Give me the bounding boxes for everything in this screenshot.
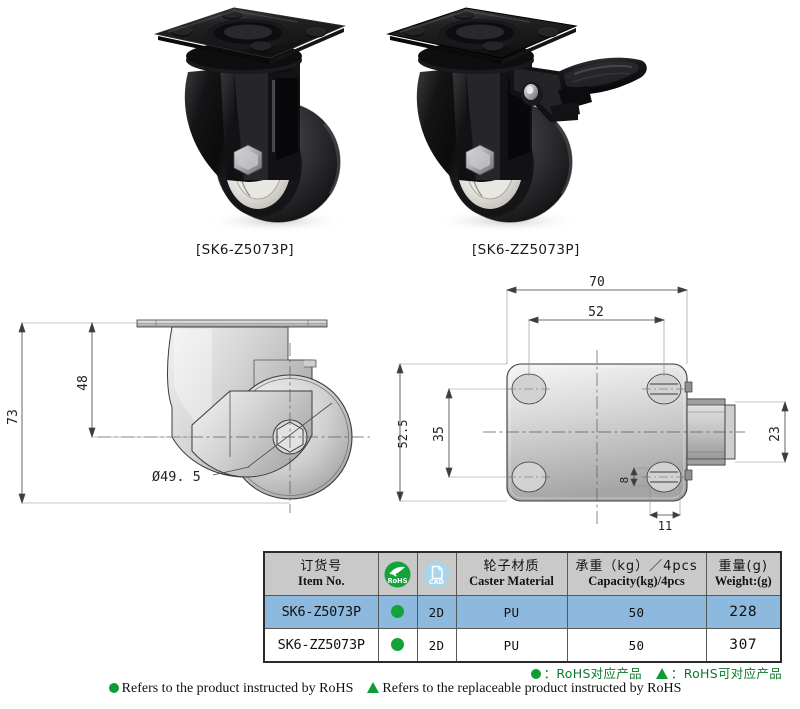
legend-triangle-icon — [655, 668, 668, 679]
legend-triangle-icon-en — [367, 682, 380, 693]
cell-item-no: SK6-ZZ5073P — [263, 628, 379, 663]
cell-weight: 307 — [705, 628, 782, 663]
rohs-dot-icon — [391, 605, 404, 619]
cell-cad: 2D — [416, 628, 457, 663]
legend-english: Refers to the product instructed by RoHS… — [0, 681, 790, 697]
table-row[interactable]: SK6-ZZ5073P 2D PU 50 307 — [263, 628, 782, 663]
product-photo-zone — [0, 0, 800, 236]
dim-plate-length: 70 — [589, 275, 605, 290]
caption-right-product: [SK6-ZZ5073P] — [472, 242, 580, 258]
header-en-item-no: Item No. — [297, 573, 345, 588]
cad-badge-icon: CAD — [423, 561, 450, 587]
dim-wheel-diameter: Ø49. 5 — [152, 469, 201, 485]
dim-slot-offset: 11 — [658, 519, 672, 533]
cell-capacity: 50 — [566, 628, 707, 663]
technical-drawing-top-view: 70 52 52.5 35 23 8 11 — [395, 272, 795, 534]
rohs-badge-icon: RoHS — [384, 561, 411, 587]
dim-hole-spacing-length: 52 — [588, 305, 604, 320]
table-row[interactable]: SK6-Z5073P 2D PU 50 228 — [263, 595, 782, 629]
table-header-row: 订货号 Item No. RoHS — [263, 551, 782, 596]
technical-drawing-side-view: 73 48 Ø49. 5 — [0, 285, 390, 535]
column-header-rohs: RoHS — [377, 551, 418, 596]
cell-item-no: SK6-Z5073P — [263, 595, 379, 629]
legend-circle-icon — [530, 669, 541, 679]
dim-overall-height: 73 — [6, 409, 21, 425]
rohs-dot-icon — [391, 638, 404, 652]
cell-rohs — [377, 595, 418, 629]
legend-circle-icon-en — [108, 683, 119, 693]
cell-capacity: 50 — [566, 595, 707, 629]
svg-text:CAD: CAD — [429, 578, 444, 586]
column-header-item-no: 订货号 Item No. — [263, 551, 379, 596]
column-header-cad: CAD — [416, 551, 457, 596]
product-photo-swivel-caster — [148, 2, 368, 234]
header-cn-material: 轮子材质 — [483, 559, 540, 575]
product-photo-swivel-caster-with-brake — [382, 2, 652, 234]
dim-plate-to-axle: 48 — [76, 375, 91, 391]
column-header-weight: 重量(g) Weight:(g) — [705, 551, 782, 596]
specification-table: 订货号 Item No. RoHS — [263, 551, 782, 663]
cell-rohs — [377, 628, 418, 663]
cell-material: PU — [455, 628, 568, 663]
header-en-material: Caster Material — [469, 573, 554, 588]
dim-brake-width: 23 — [768, 426, 783, 442]
cell-weight: 228 — [705, 595, 782, 629]
legend-cn-circle-text: ：RoHS对应产品 — [543, 666, 642, 681]
header-cn-weight: 重量(g) — [718, 559, 768, 575]
legend-en-triangle-text: Refers to the replaceable product instru… — [382, 681, 682, 696]
svg-text:RoHS: RoHS — [388, 577, 408, 585]
legend-cn-triangle-text: ：RoHS可对应产品 — [670, 666, 782, 681]
legend-en-circle-text: Refers to the product instructed by RoHS — [121, 681, 354, 696]
cell-cad: 2D — [416, 595, 457, 629]
column-header-capacity: 承重（kg）／4pcs Capacity(kg)/4pcs — [566, 551, 707, 596]
dim-hole-spacing-width: 35 — [432, 426, 447, 442]
caption-left-product: [SK6-Z5073P] — [196, 242, 294, 258]
header-en-weight: Weight:(g) — [714, 573, 772, 588]
header-cn-capacity: 承重（kg）／4pcs — [575, 559, 698, 575]
dim-slot-width: 8 — [618, 477, 631, 484]
cell-material: PU — [455, 595, 568, 629]
dim-plate-width: 52.5 — [396, 420, 410, 449]
header-cn-item-no: 订货号 — [300, 559, 343, 575]
header-en-capacity: Capacity(kg)/4pcs — [588, 573, 685, 588]
column-header-caster-material: 轮子材质 Caster Material — [455, 551, 568, 596]
legend-chinese: ：RoHS对应产品 ：RoHS可对应产品 — [0, 663, 782, 682]
